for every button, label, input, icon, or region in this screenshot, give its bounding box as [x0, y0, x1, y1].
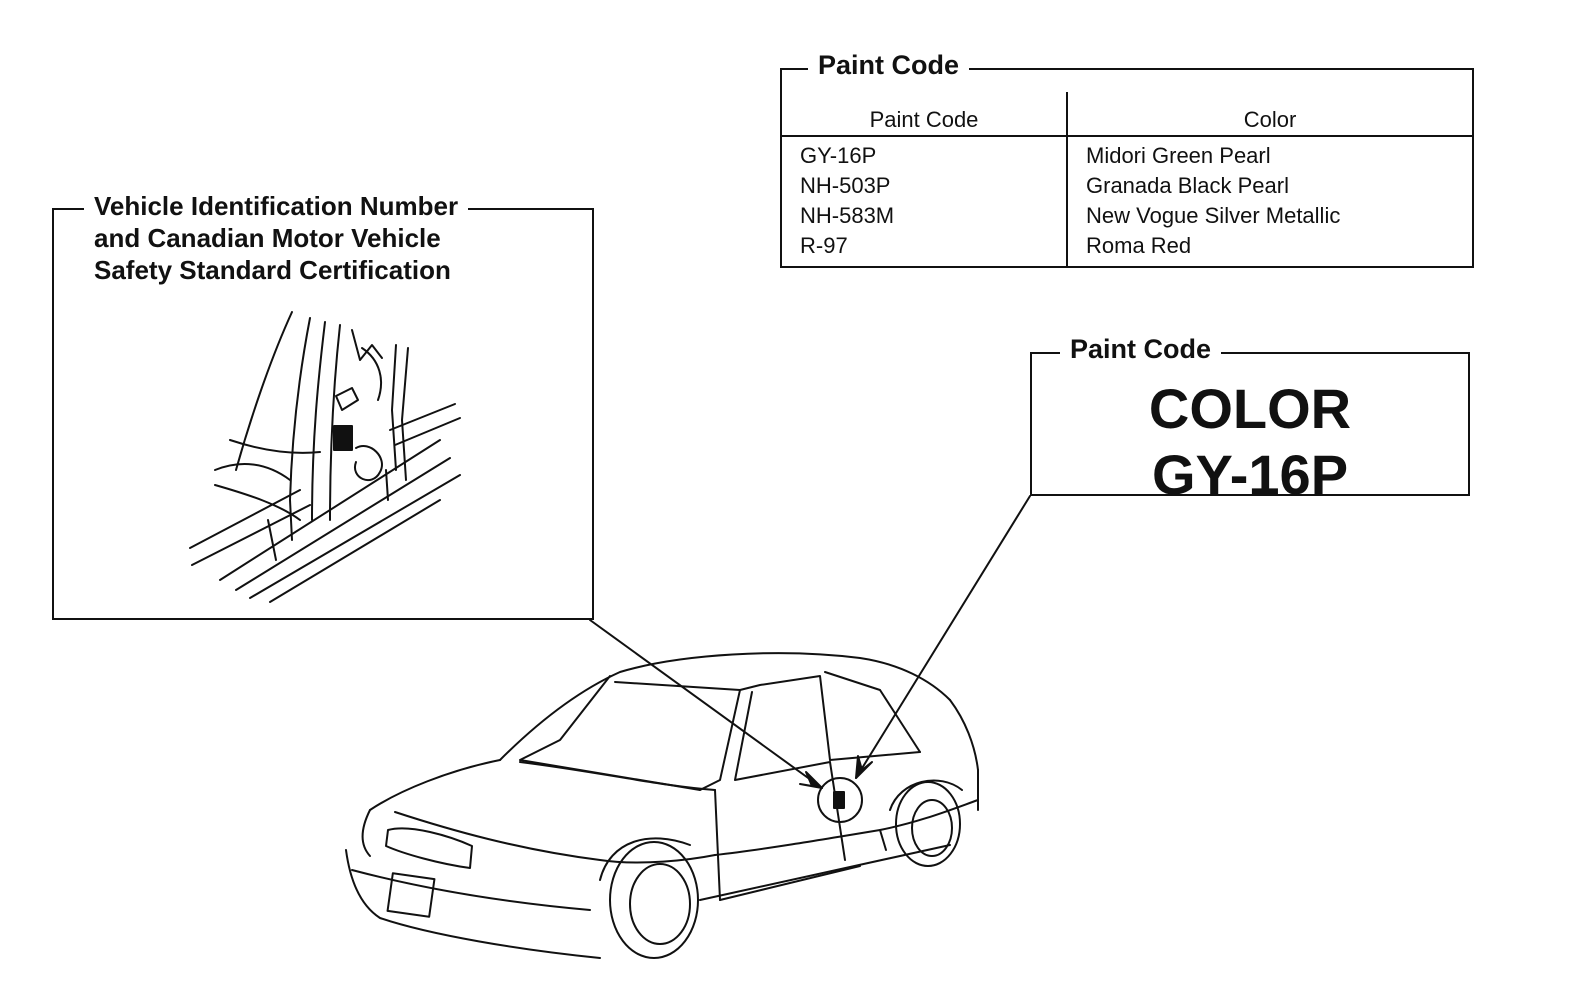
paint-table-title: Paint Code	[808, 50, 970, 80]
paint-code-cell: R-97	[782, 231, 1068, 267]
color-cell: Granada Black Pearl	[1086, 173, 1289, 198]
paint-label-frame	[1030, 352, 1470, 496]
paint-label-line-2: GY-16P	[1151, 443, 1349, 506]
table-row: R-97 Roma Red	[782, 231, 1472, 267]
door-jamb-illustration	[189, 311, 461, 603]
car-illustration	[345, 652, 979, 959]
paint-table-frame	[780, 68, 1474, 268]
table-row: NH-583M New Vogue Silver Metallic	[782, 201, 1472, 231]
paint-code-table: Paint Code Color GY-16P Midori Green Pea…	[782, 92, 1472, 267]
vin-title-line-1: Vehicle Identification Number	[94, 191, 459, 221]
vin-title-line-3: Safety Standard Certification	[94, 255, 451, 285]
paint-label-title: Paint Code	[1060, 334, 1222, 364]
vin-title-line-2: and Canadian Motor Vehicle	[94, 223, 441, 253]
table-row: GY-16P Midori Green Pearl	[782, 136, 1472, 171]
color-cell: Midori Green Pearl	[1086, 143, 1271, 168]
table-row: NH-503P Granada Black Pearl	[782, 171, 1472, 201]
paint-leader-line	[855, 495, 1031, 779]
paint-code-cell: NH-583M	[782, 201, 1068, 231]
paint-arrowhead	[855, 755, 873, 779]
table-header-row: Paint Code Color	[782, 92, 1472, 137]
color-cell: New Vogue Silver Metallic	[1086, 203, 1341, 228]
leader-arrows	[589, 495, 1031, 789]
paint-code-cell: GY-16P	[782, 136, 1068, 171]
paint-label-text: COLOR GY-16P	[1032, 376, 1468, 508]
paint-code-cell: NH-503P	[782, 171, 1068, 201]
header-paint-code: Paint Code	[782, 92, 1068, 137]
vin-leader-line	[589, 619, 823, 789]
vin-arrowhead	[799, 771, 823, 789]
header-color: Color	[1067, 92, 1472, 137]
paint-label-line-1: COLOR	[1148, 377, 1352, 440]
color-cell: Roma Red	[1086, 233, 1192, 258]
vin-panel-title: Vehicle Identification Number and Canadi…	[84, 190, 469, 286]
